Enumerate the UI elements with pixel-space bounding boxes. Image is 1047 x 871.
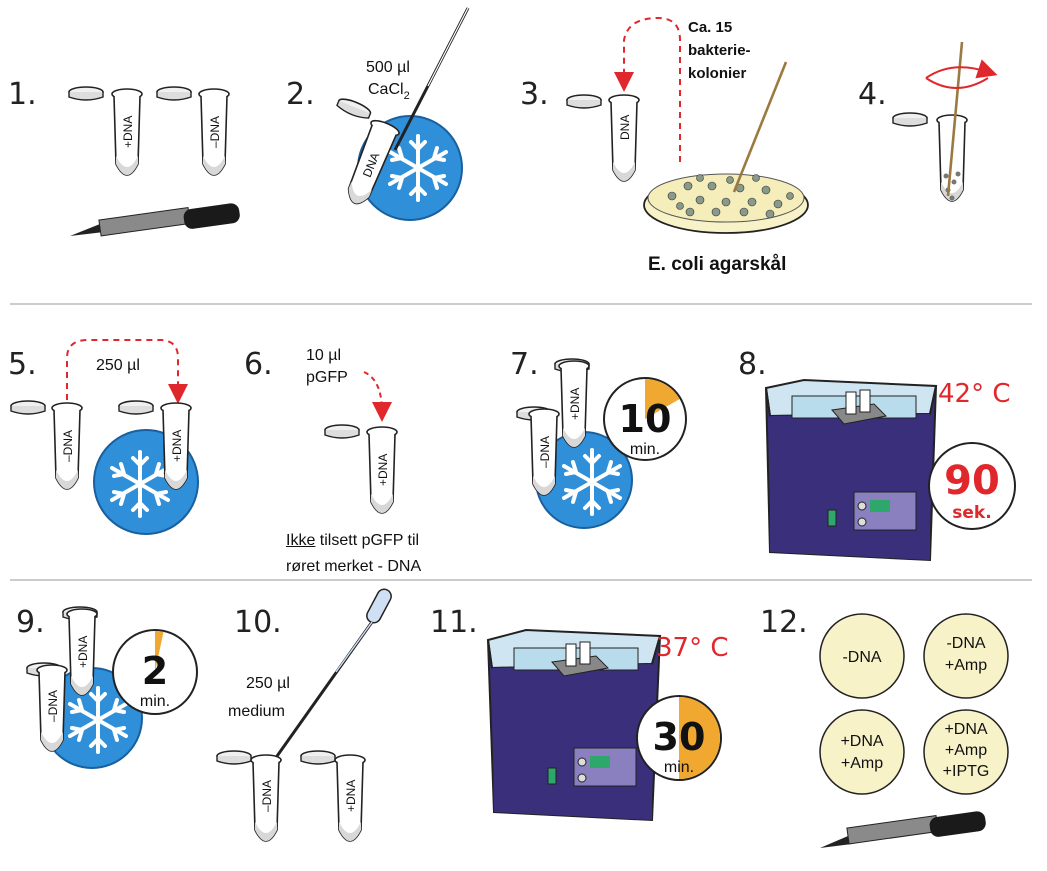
step-number: 6. xyxy=(244,347,273,382)
timer-unit: min. xyxy=(140,693,170,710)
step5-source-tube: –DNA xyxy=(10,400,83,490)
marker-pen-icon xyxy=(70,203,240,237)
timer-fill xyxy=(155,631,164,672)
agar-plates: -DNA -DNA +Amp +DNA +Amp +DNA +Amp +IPTG xyxy=(819,613,1009,795)
timer-value: 2 xyxy=(142,649,168,693)
transfer-arrow xyxy=(614,16,681,162)
tube-label: +DNA xyxy=(344,780,358,812)
tube-label: –DNA xyxy=(260,780,274,812)
waterbath-37 xyxy=(486,628,662,822)
agar-plate xyxy=(643,173,809,234)
plate-condition: +Amp xyxy=(841,755,883,772)
note-text: tilsett pGFP til xyxy=(315,532,420,549)
waterbath-42 xyxy=(764,378,938,562)
volume-label: 10 µl xyxy=(306,347,341,364)
transfer-arrow xyxy=(66,339,188,404)
step-number: 10. xyxy=(234,605,282,640)
step-number: 5. xyxy=(8,347,37,382)
temperature-label: 37° C xyxy=(656,633,729,663)
colonies-label: kolonier xyxy=(688,65,747,82)
colonies-label: Ca. 15 xyxy=(688,19,732,36)
timer-fill xyxy=(645,379,680,419)
plate-condition: -DNA xyxy=(946,635,985,652)
step2-tube: DNA xyxy=(335,95,402,210)
timer-fill xyxy=(679,697,720,779)
step6-tube: +DNA xyxy=(324,424,398,514)
step3-tube: DNA xyxy=(566,94,640,182)
step9-tubes: –DNA +DNA xyxy=(26,606,98,752)
timer-30min: 30 min. xyxy=(636,695,722,781)
tube-label: –DNA xyxy=(61,430,75,462)
step-number: 1. xyxy=(8,77,37,112)
rotate-arrow-icon xyxy=(925,77,989,89)
plate-condition: +DNA xyxy=(944,721,987,738)
timer-90sek: 90 sek. xyxy=(928,442,1016,530)
step5-target-tube: +DNA xyxy=(118,400,192,490)
tube-label: –DNA xyxy=(46,690,60,722)
tube-label: +DNA xyxy=(376,454,390,486)
step7-tubes: –DNA +DNA xyxy=(516,358,590,496)
plate-condition: -DNA xyxy=(842,649,881,666)
volume-label: 500 µl xyxy=(366,59,410,76)
timer-value: 10 xyxy=(619,397,672,441)
marker-pen-icon xyxy=(820,811,986,848)
plate-condition: +Amp xyxy=(945,657,987,674)
plate-condition: +IPTG xyxy=(943,763,990,780)
tube-label: DNA xyxy=(618,115,632,140)
timer-value: 90 xyxy=(944,458,1000,504)
plate-condition: +Amp xyxy=(945,742,987,759)
step-number: 4. xyxy=(858,77,887,112)
step-number: 8. xyxy=(738,347,767,382)
colonies-label: bakterie- xyxy=(688,42,751,59)
medium-label: medium xyxy=(228,703,285,720)
plasmid-label: pGFP xyxy=(306,369,348,386)
plate-condition: +DNA xyxy=(840,733,883,750)
step-number: 7. xyxy=(510,347,539,382)
transfer-arrow xyxy=(363,371,392,422)
volume-label: 250 µl xyxy=(246,675,290,692)
timer-unit: min. xyxy=(664,759,694,776)
timer-unit: sek. xyxy=(952,503,991,523)
step-number: 2. xyxy=(286,77,315,112)
step1-tubes: +DNA –DNA xyxy=(68,86,230,176)
tube-label: +DNA xyxy=(568,388,582,420)
timer-10min: 10 min. xyxy=(603,377,687,461)
pipette-icon xyxy=(268,588,392,767)
toothpick-icon xyxy=(732,61,788,193)
tube-label: –DNA xyxy=(538,436,552,468)
note-text: røret merket - DNA xyxy=(286,558,422,575)
timer-2min: 2 min. xyxy=(112,629,198,715)
note-emphasis: Ikke xyxy=(286,532,316,549)
temperature-label: 42° C xyxy=(938,379,1011,409)
pgfp-note: Ikke tilsett pGFP til røret merket - DNA xyxy=(286,528,486,580)
step4-tube xyxy=(892,112,968,202)
timer-value: 30 xyxy=(653,715,706,759)
step-number: 12. xyxy=(760,605,808,640)
plate-label: E. coli agarskål xyxy=(648,254,786,275)
tube-label: +DNA xyxy=(121,116,135,148)
volume-label: 250 µl xyxy=(96,357,140,374)
tube-label: +DNA xyxy=(76,636,90,668)
step10-tubes: –DNA +DNA xyxy=(216,750,366,842)
step-number: 9. xyxy=(16,605,45,640)
timer-unit: min. xyxy=(630,441,660,458)
tube-label: –DNA xyxy=(208,116,222,148)
tube-label: +DNA xyxy=(170,430,184,462)
reagent-label: CaCl2 xyxy=(368,81,410,102)
step-number: 3. xyxy=(520,77,549,112)
step-number: 11. xyxy=(430,605,478,640)
